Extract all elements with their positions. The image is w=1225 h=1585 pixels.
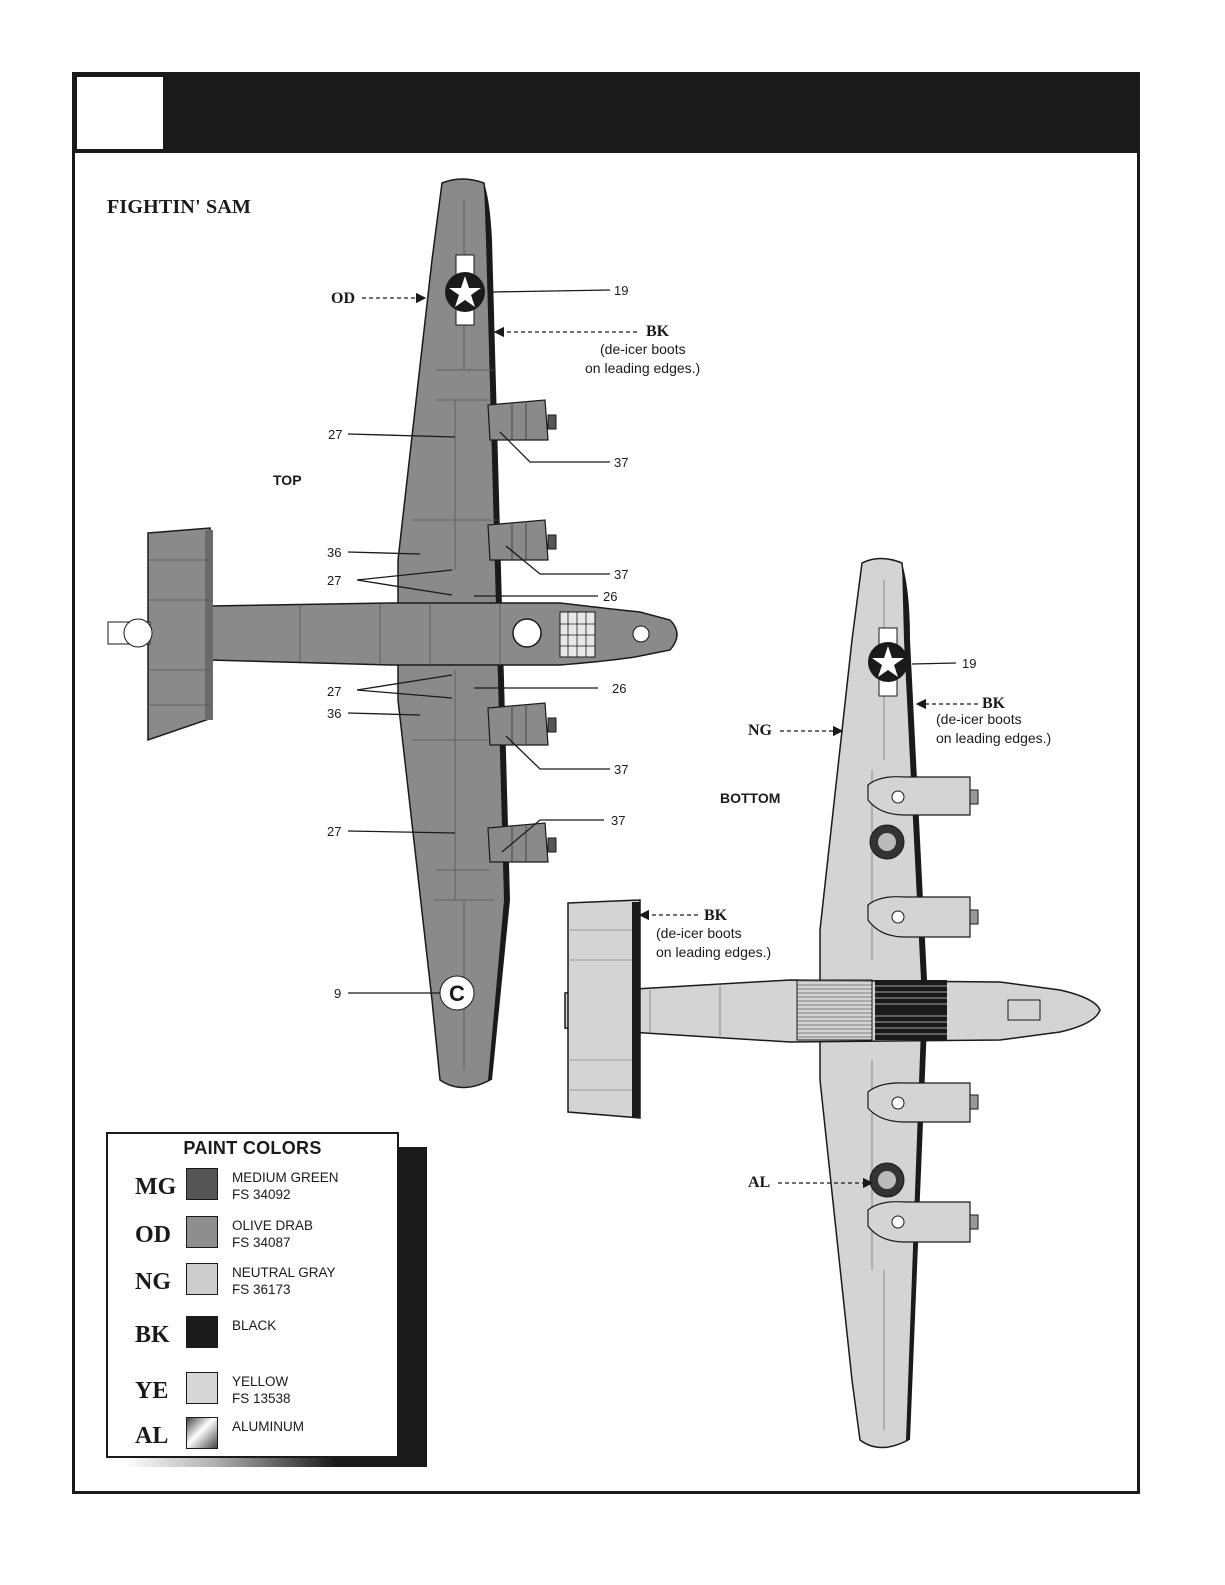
top-view-aircraft: C bbox=[107, 178, 678, 1089]
legend-row-ng: NG NEUTRAL GRAY FS 36173 bbox=[108, 1263, 397, 1313]
bk-note-top-line2: on leading edges.) bbox=[585, 360, 701, 376]
callout-9: 9 bbox=[334, 986, 342, 1001]
legend-color-name: OLIVE DRAB bbox=[232, 1218, 314, 1233]
legend-code: MG bbox=[135, 1174, 177, 1200]
legend-fs-code: FS 36173 bbox=[232, 1282, 291, 1297]
legend-name: OLIVE DRAB FS 34087 bbox=[232, 1217, 313, 1251]
header-bar bbox=[75, 75, 1137, 153]
legend-color-name: MEDIUM GREEN bbox=[232, 1170, 339, 1185]
bk-note-top-line1: (de-icer boots bbox=[600, 341, 686, 357]
callout-19-bottom: 19 bbox=[962, 656, 977, 671]
bk-note-tail-line1: (de-icer boots bbox=[656, 925, 742, 941]
legend-color-name: NEUTRAL GRAY bbox=[232, 1265, 336, 1280]
callout-27-c: 27 bbox=[327, 684, 342, 699]
legend-color-name: BLACK bbox=[232, 1318, 277, 1333]
callout-26-a: 26 bbox=[603, 589, 618, 604]
legend-row-od: OD OLIVE DRAB FS 34087 bbox=[108, 1216, 397, 1266]
callout-37-a: 37 bbox=[614, 455, 629, 470]
tail-letter: C bbox=[449, 981, 465, 1006]
legend-row-bk: BK BLACK bbox=[108, 1316, 397, 1366]
od-callout: OD bbox=[331, 290, 355, 307]
callout-37-c: 37 bbox=[614, 762, 629, 777]
callout-36-a: 36 bbox=[327, 545, 342, 560]
legend-fs-code: FS 13538 bbox=[232, 1391, 291, 1406]
top-view-label: TOP bbox=[273, 472, 302, 488]
ng-callout: NG bbox=[748, 722, 772, 739]
al-callout: AL bbox=[748, 1174, 771, 1191]
bottom-view-label: BOTTOM bbox=[720, 790, 781, 806]
color-swatch-olive-drab bbox=[186, 1216, 218, 1248]
callout-37-b: 37 bbox=[614, 567, 629, 582]
bk-note-bottom-line2: on leading edges.) bbox=[936, 730, 1052, 746]
color-swatch-black bbox=[186, 1316, 218, 1348]
legend-title: PAINT COLORS bbox=[183, 1138, 322, 1158]
callout-27-b: 27 bbox=[327, 573, 342, 588]
bk-note-bottom-line1: (de-icer boots bbox=[936, 711, 1022, 727]
callout-36-b: 36 bbox=[327, 706, 342, 721]
bk-callout-top: BK bbox=[646, 323, 670, 340]
legend-code: AL bbox=[135, 1423, 169, 1449]
legend-name: MEDIUM GREEN FS 34092 bbox=[232, 1169, 339, 1203]
legend-name: BLACK bbox=[232, 1317, 276, 1334]
legend-code: OD bbox=[135, 1222, 171, 1248]
legend-row-al: AL ALUMINUM bbox=[108, 1417, 397, 1467]
callout-37-d: 37 bbox=[611, 813, 626, 828]
legend-color-name: ALUMINUM bbox=[232, 1419, 305, 1434]
legend-code: YE bbox=[135, 1378, 169, 1404]
callout-27-d: 27 bbox=[327, 824, 342, 839]
color-swatch-neutral-gray bbox=[186, 1263, 218, 1295]
bk-callout-bottom: BK bbox=[982, 695, 1006, 712]
legend-row-ye: YE YELLOW FS 13538 bbox=[108, 1372, 397, 1422]
step-number-box bbox=[77, 77, 163, 149]
legend-color-name: YELLOW bbox=[232, 1374, 289, 1389]
bk-callout-tail: BK bbox=[704, 907, 728, 924]
legend-fs-code: FS 34092 bbox=[232, 1187, 291, 1202]
callout-19-top: 19 bbox=[614, 283, 629, 298]
callout-26-b: 26 bbox=[612, 681, 627, 696]
paint-colors-legend: PAINT COLORS MG MEDIUM GREEN FS 34092 OD … bbox=[106, 1132, 399, 1458]
legend-row-mg: MG MEDIUM GREEN FS 34092 bbox=[108, 1168, 397, 1218]
legend-name: NEUTRAL GRAY FS 36173 bbox=[232, 1264, 336, 1298]
page-frame bbox=[72, 72, 1140, 1494]
bottom-tailplane bbox=[567, 899, 641, 1119]
legend-name: YELLOW FS 13538 bbox=[232, 1373, 291, 1407]
bk-note-tail-line2: on leading edges.) bbox=[656, 944, 772, 960]
color-swatch-aluminum bbox=[186, 1417, 218, 1449]
callout-27-a: 27 bbox=[328, 427, 343, 442]
scheme-title: FIGHTIN' SAM bbox=[107, 196, 252, 218]
top-fuselage bbox=[209, 602, 678, 666]
color-swatch-medium-green bbox=[186, 1168, 218, 1200]
legend-name: ALUMINUM bbox=[232, 1418, 304, 1435]
bottom-view-aircraft bbox=[564, 557, 1101, 1449]
legend-code: NG bbox=[135, 1269, 171, 1295]
legend-fs-code: FS 34087 bbox=[232, 1235, 291, 1250]
legend-code: BK bbox=[135, 1322, 170, 1348]
color-swatch-yellow bbox=[186, 1372, 218, 1404]
